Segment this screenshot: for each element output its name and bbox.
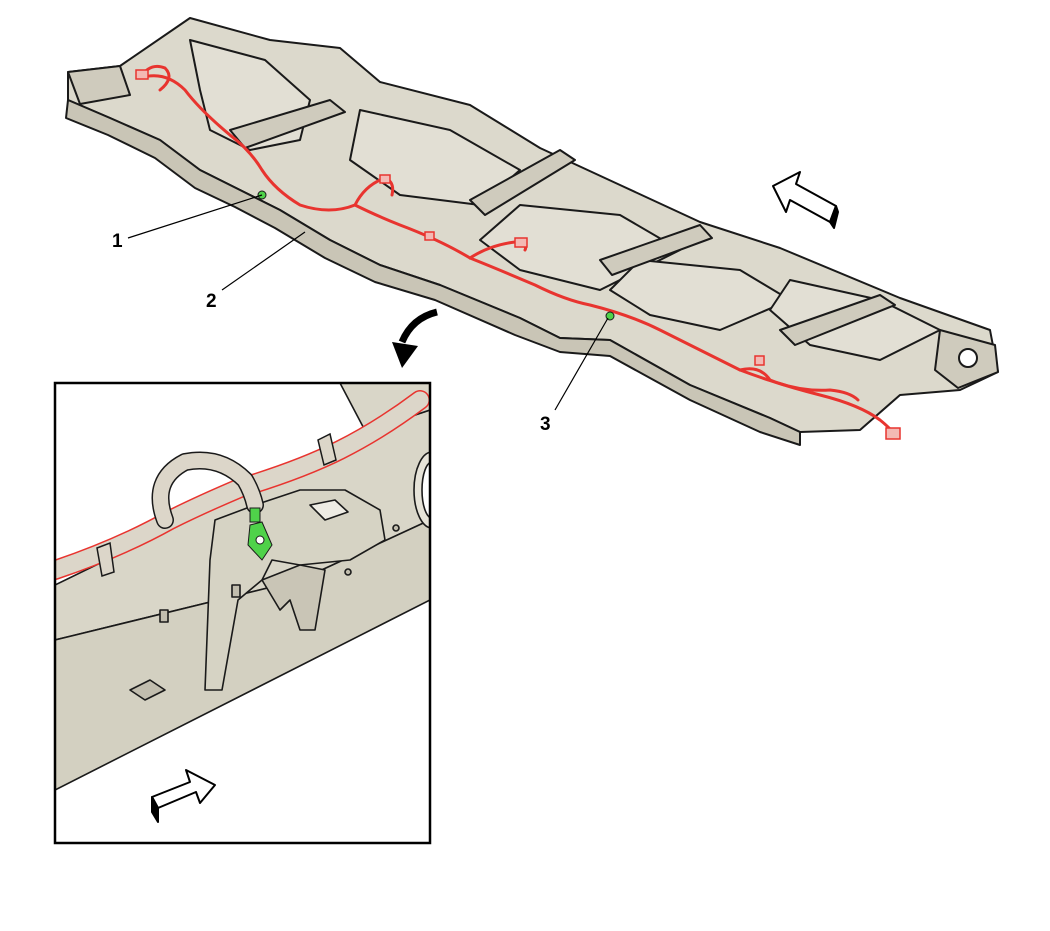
callout-1-leader [127,194,263,239]
inset-hole-4 [344,568,352,576]
front-end-bracket [67,65,131,105]
frame-side-rail [65,99,801,446]
inset-bracket-slot [309,499,349,521]
inset-ground-strap-clip [249,507,261,523]
forward-arrow-icon-shadow [829,205,839,229]
connector-mid-3 [514,237,528,248]
inset-hole-1 [159,609,169,623]
inset-forward-arrow-body [151,769,216,809]
inset-clamp-1 [96,541,115,577]
cross-member-4 [779,294,896,346]
inset-ground-strap-eye [255,535,265,545]
harness-branch-c [738,367,860,402]
connector-mid-2 [424,231,435,241]
callout-2-label: 2 [206,291,217,312]
connector-mid-1 [379,174,391,184]
inset-ground-strap [247,507,273,561]
detail-inset [53,381,432,845]
inset-border [53,381,432,845]
curved-arrow-icon-head [392,342,418,368]
inset-round-boss [413,451,430,529]
inset-bracket-side [261,564,326,631]
rear-tow-hole [958,348,978,368]
chassis-frame [65,17,999,446]
forward-arrow-icon [151,769,216,823]
cross-member-2 [469,149,576,216]
inset-clamp-2 [317,432,337,467]
cross-member-3 [599,224,713,276]
curved-arrow-icon-shaft [398,308,438,344]
inset-round-boss-inner [421,461,430,519]
connector-rear-2 [885,427,901,440]
forward-arrow-icon-body [772,171,837,223]
inset-hole-2 [231,584,241,598]
inset-hole-3 [129,679,166,701]
callout-3-leader [554,317,609,411]
inset-clamps [96,432,337,577]
frame-inner-plate-4 [609,259,791,331]
inset-forward-arrow-shadow [151,796,159,823]
curved-arrow-icon [392,308,438,368]
connector-front [135,69,149,80]
callout-1-label: 1 [112,231,123,252]
callout-3-label: 3 [540,414,551,435]
connector-rear-1 [754,355,765,366]
forward-arrow-icon [772,171,839,229]
inset-rail-side [55,519,430,791]
inset-harness-loop-fill [153,452,263,528]
callout-2-leader [221,231,306,291]
inset-hole-5 [392,524,400,532]
harness-connectors [135,69,901,440]
